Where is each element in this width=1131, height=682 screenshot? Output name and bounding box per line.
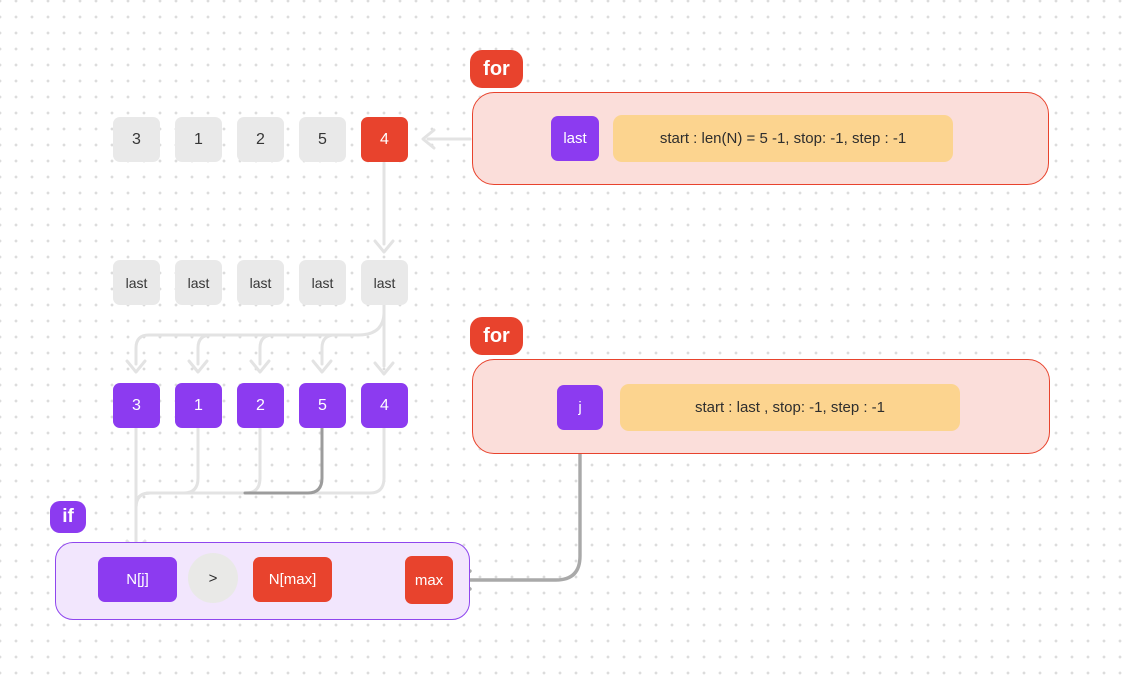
arrow-loop-to-4-icon	[421, 128, 472, 150]
outer-loop-range: start : len(N) = 5 -1, stop: -1, step : …	[613, 115, 953, 162]
purple-array-cell: 3	[113, 383, 160, 428]
purple-array-cell: 5	[299, 383, 346, 428]
operator-greater-than: >	[188, 553, 238, 603]
array-cell: 2	[237, 117, 284, 162]
assign-target-max: max	[405, 556, 453, 604]
purple-array-cell: 1	[175, 383, 222, 428]
fan-last-to-purple-icon	[125, 303, 395, 376]
array-cell: 1	[175, 117, 222, 162]
array-cell: 5	[299, 117, 346, 162]
last-cell: last	[175, 260, 222, 305]
if-badge: if	[50, 501, 86, 533]
last-cell: last	[361, 260, 408, 305]
purple-array-cell: 4	[361, 383, 408, 428]
last-cell: last	[237, 260, 284, 305]
merge-purple-to-nj-icon	[125, 426, 386, 554]
array-cell-highlighted: 4	[361, 117, 408, 162]
operand-nj: N[j]	[98, 557, 177, 602]
loop-variable-last: last	[551, 116, 599, 161]
for-badge-inner: for	[470, 317, 523, 355]
inner-loop-range: start : last , stop: -1, step : -1	[620, 384, 960, 431]
for-badge-outer: for	[470, 50, 523, 88]
merge-dark-5-to-nj-icon	[243, 426, 324, 495]
loop-variable-j: j	[557, 385, 603, 430]
array-cell: 3	[113, 117, 160, 162]
arrow-4-to-last-icon	[373, 161, 395, 254]
last-cell: last	[299, 260, 346, 305]
last-cell: last	[113, 260, 160, 305]
operand-nmax: N[max]	[253, 557, 332, 602]
double-arrow-j-max-icon	[457, 432, 591, 591]
purple-array-cell: 2	[237, 383, 284, 428]
